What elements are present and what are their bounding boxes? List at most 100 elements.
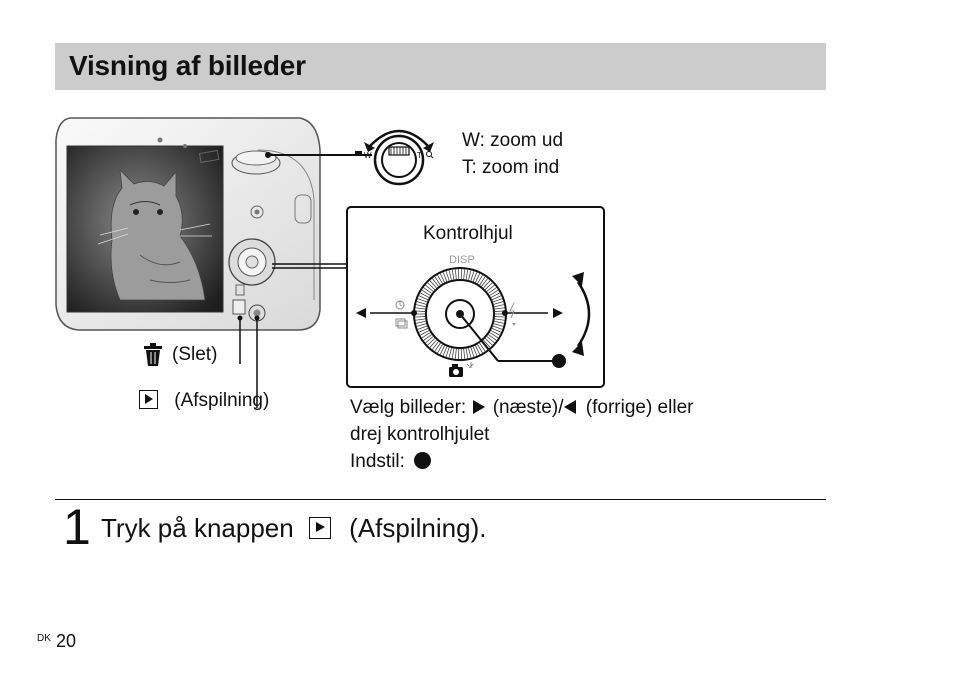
control-wheel-panel bbox=[346, 206, 605, 388]
wheel-tick bbox=[420, 292, 430, 298]
zoom-magnifier-icon bbox=[426, 151, 434, 159]
wheel-tick bbox=[468, 347, 472, 358]
zoom-in-text: T: zoom ind bbox=[462, 157, 560, 178]
wheel-tick bbox=[415, 310, 426, 312]
wheel-tick bbox=[454, 348, 457, 359]
wheel-tick bbox=[434, 342, 441, 352]
disp-label: DISP bbox=[449, 254, 475, 266]
wheel-tick bbox=[484, 282, 493, 290]
wheel-tick bbox=[423, 334, 432, 341]
step-playback-icon bbox=[308, 517, 331, 539]
smile-icon bbox=[512, 323, 516, 326]
wheel-tick bbox=[448, 347, 452, 358]
wheel-tick bbox=[490, 292, 500, 298]
step-text-press: Tryk på knappen bbox=[101, 513, 294, 543]
instruction-line-2: drej kontrolhjulet bbox=[350, 424, 490, 445]
playback-button-caption: (Afspilning) bbox=[139, 387, 269, 414]
flash-icon bbox=[509, 302, 515, 319]
wheel-tick bbox=[423, 287, 432, 294]
self-timer-icon bbox=[395, 300, 405, 310]
wheel-tick bbox=[415, 304, 426, 308]
wheel-tick bbox=[429, 339, 437, 348]
zoom-out-text: W: zoom ud bbox=[462, 130, 564, 151]
section-title-bar: Visning af billeder bbox=[55, 43, 826, 90]
wheel-tick bbox=[468, 270, 472, 281]
camera-body bbox=[55, 117, 321, 331]
wheel-tick bbox=[488, 334, 497, 341]
page-title: Visning af billeder bbox=[69, 50, 306, 81]
wheel-tick bbox=[439, 345, 446, 355]
wheel-tick bbox=[483, 280, 491, 289]
wheel-tick bbox=[494, 304, 505, 308]
wheel-tick bbox=[420, 330, 430, 336]
next-arrow-icon bbox=[553, 308, 563, 318]
wheel-tick bbox=[492, 298, 503, 303]
wheel-tick bbox=[417, 325, 428, 330]
wheel-tick bbox=[417, 298, 428, 303]
wheel-tick bbox=[416, 323, 427, 327]
wheel-tick bbox=[427, 338, 436, 346]
wheel-tick bbox=[491, 327, 502, 333]
wheel-tick bbox=[439, 273, 446, 283]
wheel-tick bbox=[470, 347, 475, 357]
step-divider bbox=[55, 499, 826, 500]
delete-button-label: (Slet) bbox=[172, 344, 218, 365]
wheel-tick bbox=[490, 330, 500, 336]
wheel-tick bbox=[465, 348, 469, 359]
wheel-tick bbox=[474, 345, 481, 355]
instruction-line-3: Indstil: bbox=[350, 448, 432, 475]
wheel-tick bbox=[463, 348, 466, 359]
wheel-tick bbox=[451, 348, 455, 359]
wheel-tick bbox=[415, 316, 426, 318]
set-dot-icon bbox=[552, 354, 566, 368]
wheel-tick bbox=[421, 289, 431, 296]
wheel-tick bbox=[479, 342, 486, 352]
wheel-tick bbox=[442, 272, 448, 282]
previous-arrow-icon bbox=[356, 308, 366, 318]
wheel-tick bbox=[488, 287, 497, 294]
wheel-tick bbox=[434, 276, 441, 286]
footer-page-number: 20 bbox=[56, 631, 77, 651]
wheel-tick bbox=[494, 316, 505, 318]
zoom-t-mark: T bbox=[417, 151, 422, 160]
wheel-tick bbox=[483, 339, 491, 348]
wheel-tick bbox=[479, 276, 486, 286]
wheel-tick bbox=[477, 344, 483, 354]
step-instruction: Tryk på knappen (Afspilning). bbox=[101, 513, 486, 543]
wheel-tick bbox=[451, 269, 455, 280]
trash-icon bbox=[144, 343, 162, 366]
wheel-tick bbox=[431, 278, 439, 287]
wheel-tick bbox=[493, 301, 504, 305]
wheel-tick bbox=[494, 318, 505, 321]
wheel-tick bbox=[418, 327, 429, 333]
next-triangle-icon bbox=[473, 400, 486, 414]
instruction-line-1: Vælg billeder: (næste)/ (forrige) eller bbox=[350, 394, 693, 421]
wheel-tick bbox=[416, 301, 427, 305]
set-circle-icon bbox=[414, 452, 432, 469]
wheel-tick bbox=[463, 269, 466, 280]
wheel-tick bbox=[472, 346, 478, 356]
wheel-tick bbox=[494, 307, 505, 310]
wheel-tick bbox=[470, 271, 475, 281]
burst-mode-icon bbox=[395, 318, 408, 329]
wheel-tick bbox=[486, 284, 495, 292]
previous-triangle-icon bbox=[564, 400, 577, 414]
wheel-tick bbox=[491, 295, 502, 301]
wheel-tick bbox=[437, 344, 443, 354]
instruction-select-text: Vælg billeder: bbox=[350, 397, 467, 418]
instruction-next-text: (næste)/ bbox=[492, 397, 564, 418]
wheel-tick bbox=[442, 346, 448, 356]
wheel-tick bbox=[481, 278, 489, 287]
wheel-tick bbox=[448, 270, 452, 281]
wheel-tick bbox=[486, 336, 495, 344]
instruction-previous-text: (forrige) eller bbox=[585, 397, 694, 418]
wheel-tick bbox=[415, 307, 426, 310]
step-text-playback: (Afspilning). bbox=[349, 513, 487, 543]
wheel-tick bbox=[437, 274, 443, 284]
wheel-tick bbox=[429, 280, 437, 289]
instruction-set-text: Indstil: bbox=[350, 451, 405, 472]
zoom-w-mark: W bbox=[364, 151, 372, 160]
wheel-tick bbox=[418, 295, 429, 301]
wheel-tick bbox=[431, 341, 439, 350]
